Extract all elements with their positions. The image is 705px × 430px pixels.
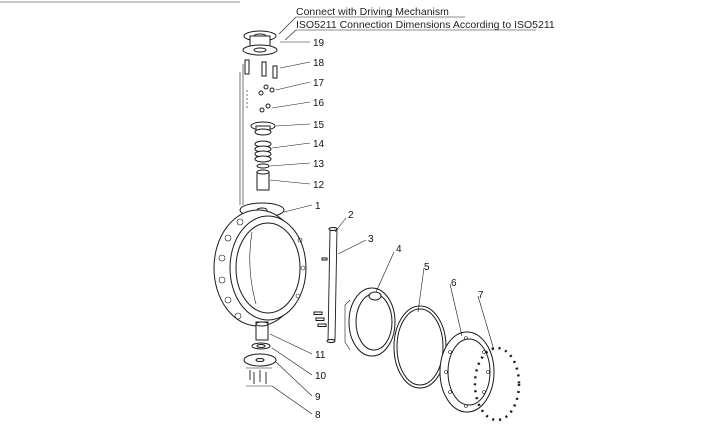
callout-14: 14 [313,139,325,150]
part-13-spacer [256,163,270,169]
callout-12: 12 [313,180,325,191]
part-14-packing [254,140,272,163]
part-7-screws [473,346,521,422]
callout-9: 9 [315,392,321,403]
callout-7: 7 [478,290,484,301]
callout-8: 8 [315,410,321,421]
callout-6: 6 [451,278,457,289]
part-9-bottom-cover [243,353,277,367]
part-5-seal-ring [393,305,447,389]
part-11-lower-bushing [255,321,269,341]
callout-19: 19 [313,38,325,49]
assembly-guides [239,64,248,205]
callout-labels: 19 18 17 16 15 14 13 12 1 2 3 4 5 6 7 11… [313,38,484,421]
part-2-3-shaft [321,227,338,343]
callout-13: 13 [313,159,325,170]
part-12-bushing [256,169,270,191]
header-leaders [278,16,536,41]
part-18-bolts [244,59,278,79]
keys [313,311,327,327]
header-iso-text: ISO5211 Connection Dimensions According … [296,19,555,31]
part-19-top-flange [242,30,278,56]
callout-1: 1 [315,201,321,212]
part-17-nuts [258,84,275,96]
part-10-gasket [251,342,271,350]
header-connect-text: Connect with Driving Mechanism [296,6,449,18]
callout-15: 15 [313,120,325,131]
part-8-bottom-bolts [246,367,272,387]
callout-5: 5 [424,262,430,273]
callout-18: 18 [313,58,325,69]
part-1-valve-body [213,202,307,331]
callout-2: 2 [348,210,354,221]
part-16-washers [259,103,271,113]
callout-4: 4 [396,244,402,255]
part-6-retaining-ring [439,331,495,413]
callout-11: 11 [315,350,326,361]
callout-10: 10 [315,371,327,382]
leader-lines [269,41,495,415]
part-4-disc [344,287,396,357]
callout-16: 16 [313,98,325,109]
part-15-gland [250,121,276,136]
callout-3: 3 [368,234,374,245]
callout-17: 17 [313,78,325,89]
